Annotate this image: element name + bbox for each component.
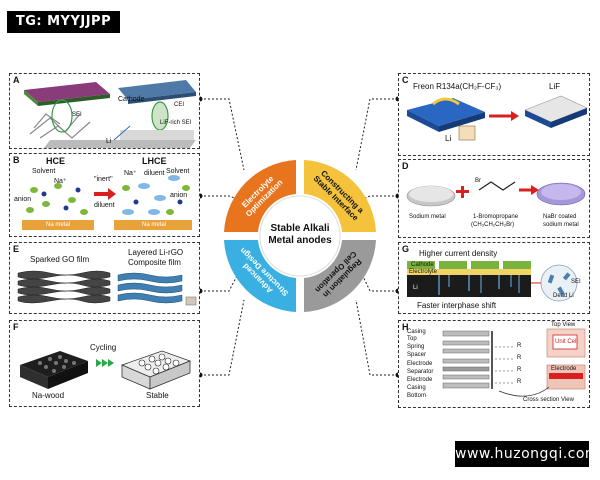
panel-g-label: G	[402, 244, 410, 254]
panel-h-stack-6: Electrode	[407, 377, 433, 383]
panel-h-stack-5: Separator	[407, 369, 434, 375]
panel-g-cathode: Cathode	[411, 262, 434, 268]
panel-b-diluent: diluent	[144, 170, 165, 177]
panel-h-stack-4: Electrode	[407, 361, 433, 367]
panel-d-product-1: NaBr coated	[543, 214, 577, 220]
panel-f-label: F	[13, 322, 19, 332]
panel-g: G Higher current density Cathode Electro…	[398, 242, 590, 314]
panel-a-cei: CEI	[174, 102, 185, 108]
panel-b-hce: HCE	[46, 156, 66, 166]
panel-d-sodium: Sodium metal	[409, 214, 446, 220]
panel-c-freon: Freon R134a(CH₂F-CF₃)	[413, 82, 502, 91]
panel-h-electrode: Electrode	[551, 366, 577, 372]
panel-a-illustration	[24, 80, 196, 148]
panel-b-solvent-left: Solvent	[32, 168, 56, 175]
sector-structure	[224, 240, 296, 312]
panel-b-lhce: LHCE	[142, 156, 167, 166]
panel-b-metal-right: Na metal	[142, 222, 167, 228]
panel-d: D Br Sodium metal 1-Bromopropane (CH₃CH₂…	[398, 159, 590, 238]
panel-h-stack-8: Bottom	[407, 393, 427, 399]
panel-c: C Freon R134a(CH₂F-CF₃) LiF Li	[398, 73, 590, 156]
panel-d-br: Br	[475, 178, 481, 184]
panel-d-label: D	[402, 161, 409, 171]
panel-b-solvent-right: Solvent	[166, 168, 190, 175]
watermark-top: TG: MYYJJPP	[7, 11, 120, 33]
panel-b-anion-left: anion	[14, 196, 32, 203]
panel-e-layered-1: Layered Li-rGO	[128, 248, 184, 257]
panel-b-metal-left: Na metal	[46, 222, 71, 228]
panel-a-sei: SEI	[72, 112, 82, 118]
panel-g-faster: Faster interphase shift	[417, 301, 497, 310]
panel-a-cathode: Cathode	[118, 96, 145, 103]
panel-c-li: Li	[445, 134, 452, 143]
panel-g-electrolyte: Electrolyte	[409, 269, 438, 275]
panel-e-illustration	[17, 270, 197, 306]
center-title-line1: Stable Alkali	[270, 223, 330, 234]
sector-electrolyte	[224, 160, 296, 232]
panel-g-li: Li	[413, 285, 418, 291]
panel-e-sparked: Sparked GO film	[30, 255, 90, 264]
panel-h-r-3: R	[517, 379, 522, 385]
panel-f-illustration	[20, 350, 192, 390]
panel-b-label: B	[13, 155, 20, 165]
sector-cell	[304, 240, 376, 312]
center-title-line2: Metal anodes	[268, 235, 332, 246]
panel-h: H Casing Top Spring Spacer Electrode Sep…	[398, 320, 590, 408]
panel-g-dead-li: Dead Li	[553, 293, 574, 299]
panel-d-illustration	[406, 181, 586, 207]
panel-h-stack-0: Casing	[407, 329, 426, 335]
panel-h-illustration	[442, 328, 586, 397]
panel-b-illustration	[22, 175, 192, 230]
panel-b-na-left: Na⁺	[54, 178, 67, 185]
panel-g-sei: SEI	[571, 279, 581, 285]
panel-g-illustration	[407, 261, 578, 302]
panel-f: F Cycling Na-wood Stable	[9, 320, 200, 407]
panel-c-label: C	[402, 75, 409, 85]
panel-b-anion-right: anion	[170, 192, 188, 199]
panel-a: A Cathode SEI CEI LiF-rich SEI Li	[9, 73, 200, 149]
panel-b-inert-2: diluent	[94, 202, 115, 209]
panel-b: B HCE LHCE Solvent Na⁺ anion "inert" dil…	[9, 153, 200, 237]
panel-h-top-view: Top View	[551, 322, 576, 328]
panel-e-label: E	[13, 244, 20, 254]
panel-d-product-2: sodium metal	[543, 222, 579, 228]
sector-interface	[304, 160, 376, 232]
panel-d-reagent-1: 1-Bromopropane	[473, 214, 519, 220]
panel-a-lif: LiF-rich SEI	[160, 120, 192, 126]
panel-f-cycling: Cycling	[90, 343, 117, 352]
panel-c-lif: LiF	[549, 82, 561, 91]
panel-b-na-right: Na⁺	[124, 170, 137, 177]
panel-h-r-0: R	[517, 343, 522, 349]
panel-a-li: Li	[106, 138, 112, 145]
panel-h-stack-2: Spring	[407, 344, 425, 350]
panel-h-r-1: R	[517, 355, 522, 361]
panel-c-illustration	[407, 95, 588, 141]
panel-h-r-2: R	[517, 367, 522, 373]
panel-h-cross-view: Cross section View	[523, 397, 574, 403]
panel-e: E Sparked GO film Layered Li-rGO Composi…	[9, 242, 200, 314]
center-diagram: Stable Alkali Metal anodes Electrolyte O…	[220, 156, 380, 316]
panel-f-stable: Stable	[146, 391, 169, 400]
watermark-bottom: www.huzongqi.com	[455, 441, 599, 467]
panel-h-unit-cell: Unit Cell	[555, 339, 578, 345]
panel-g-higher: Higher current density	[419, 249, 498, 258]
panel-h-stack-1: Top	[407, 336, 417, 342]
panel-e-layered-2: Composite film	[128, 258, 181, 267]
panel-h-stack-7: Casing	[407, 385, 426, 391]
panel-d-reagent-2: (CH₃CH₂CH₂Br)	[471, 222, 515, 228]
panel-h-stack-3: Spacer	[407, 352, 427, 358]
panel-a-label: A	[13, 75, 20, 85]
panel-f-na-wood: Na-wood	[32, 391, 65, 400]
panel-h-label: H	[402, 322, 409, 332]
panel-b-inert-1: "inert"	[94, 176, 113, 183]
